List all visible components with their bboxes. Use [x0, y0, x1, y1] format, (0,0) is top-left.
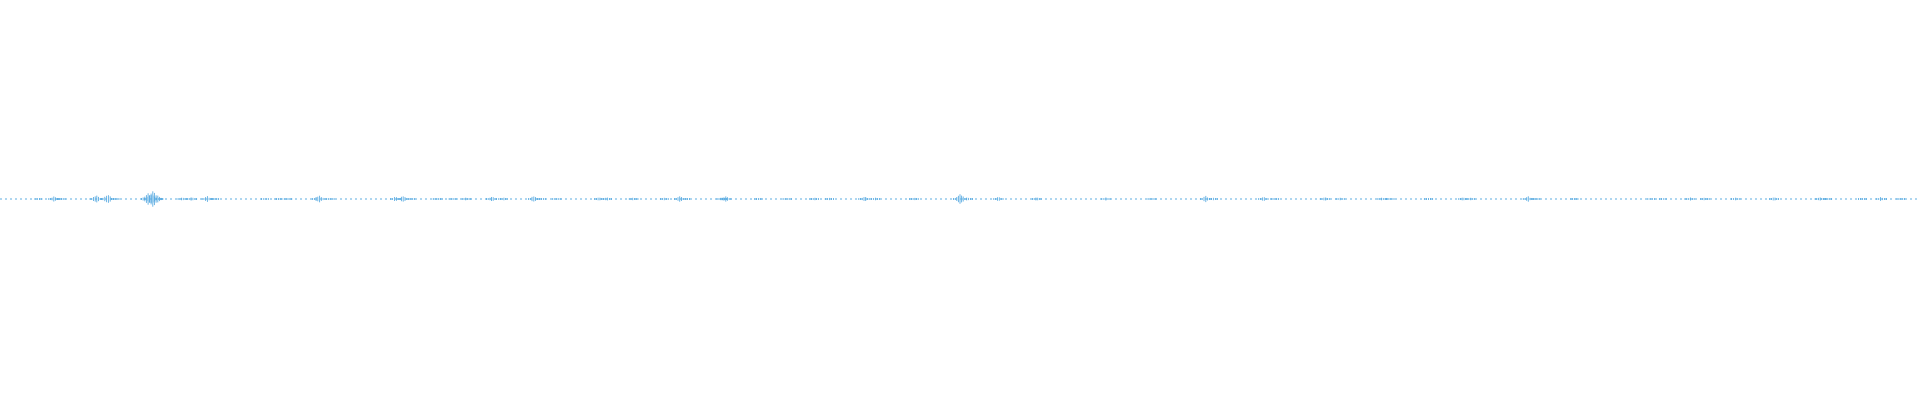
waveform-peaks — [34, 191, 1905, 207]
